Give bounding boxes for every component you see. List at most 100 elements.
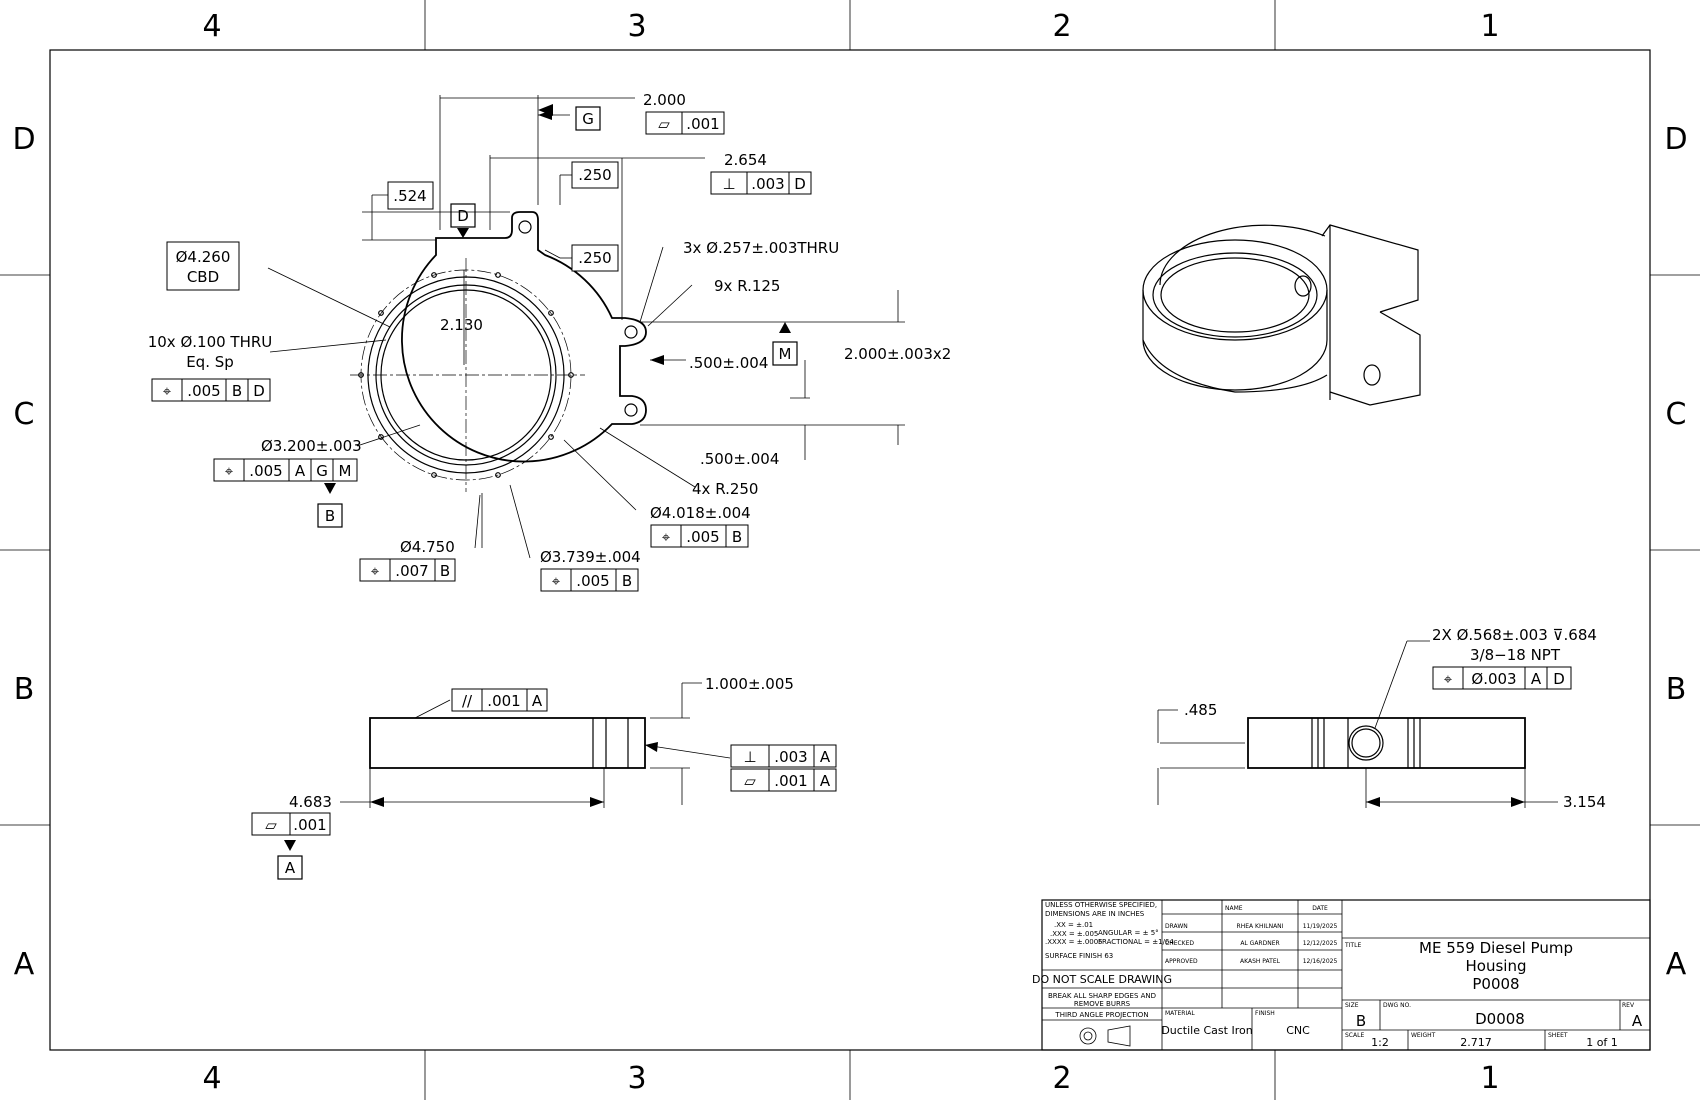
tb-projection: THIRD ANGLE PROJECTION xyxy=(1054,1011,1148,1019)
fcf-parallel-a-ref: A xyxy=(532,692,543,710)
fcf-position-10x xyxy=(151,378,271,402)
fcf-texts: ▱ .001 ⊥ .003 D ⌖ .005 B D ⌖ .005 A G M … xyxy=(163,115,1565,834)
isometric-view xyxy=(1142,224,1421,406)
tb-name-drawn: RHEA KHILNANI xyxy=(1237,923,1284,930)
fcf-perp-a-ref: A xyxy=(820,748,831,766)
dim-4018: Ø4.018±.004 xyxy=(650,504,751,522)
tb-sheet: 1 of 1 xyxy=(1586,1036,1618,1049)
tb-rev: A xyxy=(1632,1012,1643,1030)
fcf-position-10x-ref1: B xyxy=(232,382,242,400)
fcf-perp-a-symbol: ⊥ xyxy=(743,748,756,766)
dim-3x-holes: 3x Ø.257±.003THRU xyxy=(683,239,839,257)
dim-3739: Ø3.739±.004 xyxy=(540,548,641,566)
side-view xyxy=(1157,640,1558,808)
tab-hole xyxy=(518,220,532,234)
tb-note-6: ANGULAR = ± 5° xyxy=(1098,929,1159,937)
tb-note-2: DIMENSIONS ARE IN INCHES xyxy=(1045,910,1145,918)
dimension-box-texts: Ø4.260 CBD .524 .250 .250 xyxy=(176,166,612,286)
datum-a: A xyxy=(277,840,303,880)
datum-symbols: G D M B A xyxy=(277,104,798,880)
tb-note-3: .XX = ±.01 xyxy=(1054,921,1093,929)
title-block-texts: UNLESS OTHERWISE SPECIFIED, DIMENSIONS A… xyxy=(1032,901,1643,1049)
dim-500-lower: .500±.004 xyxy=(700,450,779,468)
datum-m: M xyxy=(772,322,798,366)
zone-col-2-top: 2 xyxy=(1052,9,1071,44)
dim-equal-spacing: Eq. Sp xyxy=(186,353,234,371)
tb-break-edges-1: BREAK ALL SHARP EDGES AND xyxy=(1048,992,1156,1000)
fcf-position-3739 xyxy=(540,568,639,592)
zone-col-1-bottom: 1 xyxy=(1480,1061,1499,1096)
fcf-flatness-g-tol: .001 xyxy=(686,115,719,133)
fcf-flatness-a-tol: .001 xyxy=(293,816,326,834)
fcf-flatness-a2-symbol: ▱ xyxy=(744,772,756,790)
tb-name-approved: AKASH PATEL xyxy=(1240,958,1281,965)
zone-col-4-top: 4 xyxy=(202,9,221,44)
ear-hole-lower xyxy=(624,403,638,417)
fcf-position-3200-ref2: G xyxy=(316,462,328,480)
zone-row-c-left: C xyxy=(14,397,35,432)
dim-1000: 1.000±.005 xyxy=(705,675,794,693)
tb-title-line2: Housing xyxy=(1466,957,1527,975)
tb-date-header: DATE xyxy=(1312,905,1328,912)
tb-note-1: UNLESS OTHERWISE SPECIFIED, xyxy=(1045,901,1157,909)
zone-row-a-left: A xyxy=(14,947,35,982)
tb-title-line1: ME 559 Diesel Pump xyxy=(1419,939,1573,957)
fcf-position-3739-tol: .005 xyxy=(576,572,609,590)
fcf-flatness-a xyxy=(251,812,331,836)
fcf-parallel-a-symbol: // xyxy=(462,692,473,710)
datum-g: G xyxy=(538,104,601,131)
front-view xyxy=(340,682,731,808)
fcf-position-3200 xyxy=(213,458,358,482)
tb-role-drawn: DRAWN xyxy=(1165,923,1188,930)
zone-row-d-left: D xyxy=(12,122,35,157)
tb-date-checked: 12/12/2025 xyxy=(1303,940,1338,947)
fcf-position-10x-symbol: ⌖ xyxy=(163,382,172,400)
tb-role-approved: APPROVED xyxy=(1165,958,1198,965)
tb-note-5: .XXXX = ±.0005 xyxy=(1045,938,1103,946)
datum-b: B xyxy=(317,483,343,528)
tb-dwg-no: D0008 xyxy=(1475,1010,1525,1028)
title-block xyxy=(1041,899,1651,1051)
dim-485: .485 xyxy=(1184,701,1217,719)
tb-note-4: .XXX = ±.005 xyxy=(1050,930,1098,938)
tb-date-approved: 12/16/2025 xyxy=(1303,958,1338,965)
tb-sheet-label: SHEET xyxy=(1548,1032,1568,1039)
fcf-flatness-g xyxy=(645,111,725,135)
dim-3200: Ø3.200±.003 xyxy=(261,437,362,455)
tb-finish: CNC xyxy=(1286,1024,1310,1037)
fcf-position-10x-tol: .005 xyxy=(187,382,220,400)
zone-row-d-right: D xyxy=(1664,122,1687,157)
tb-note-7: FRACTIONAL = ±1/64 xyxy=(1098,938,1174,946)
dim-9x-radius: 9x R.125 xyxy=(714,277,780,295)
fcf-position-4018 xyxy=(650,524,749,548)
dim-10x-holes: 10x Ø.100 THRU xyxy=(148,333,273,351)
fcf-flatness-g-symbol: ▱ xyxy=(658,115,670,133)
datum-d-label: D xyxy=(457,207,469,225)
fcf-perp-d-symbol: ⊥ xyxy=(722,175,735,193)
fcf-position-3200-ref3: M xyxy=(339,462,352,480)
fcf-perp-a-tol: .003 xyxy=(774,748,807,766)
fcf-perp-d-tol: .003 xyxy=(751,175,784,193)
tb-rev-label: REV xyxy=(1622,1002,1635,1009)
dim-2x-npt-hole: 2X Ø.568±.003 ⊽.684 xyxy=(1432,626,1597,644)
ear-hole-upper xyxy=(624,325,638,339)
fcf-position-4018-tol: .005 xyxy=(686,528,719,546)
fcf-flatness-a2-ref: A xyxy=(820,772,831,790)
tb-role-checked: CHECKED xyxy=(1165,940,1194,947)
feature-control-frames xyxy=(151,111,1572,836)
zone-row-b-left: B xyxy=(14,672,35,707)
fcf-position-4018-ref: B xyxy=(732,528,742,546)
fcf-perp-d-ref: D xyxy=(794,175,806,193)
dimension-boxes xyxy=(166,161,619,291)
fcf-position-3739-ref: B xyxy=(622,572,632,590)
tb-size: B xyxy=(1356,1012,1366,1030)
zone-col-2-bottom: 2 xyxy=(1052,1061,1071,1096)
tb-weight-label: WEIGHT xyxy=(1411,1032,1436,1039)
tb-dwg-label: DWG NO. xyxy=(1383,1002,1411,1009)
fcf-position-npt-ref1: A xyxy=(1531,670,1542,688)
fcf-position-4750-ref: B xyxy=(440,562,450,580)
dim-4750: Ø4.750 xyxy=(400,538,455,556)
fcf-position-npt-tol: Ø.003 xyxy=(1471,670,1516,688)
